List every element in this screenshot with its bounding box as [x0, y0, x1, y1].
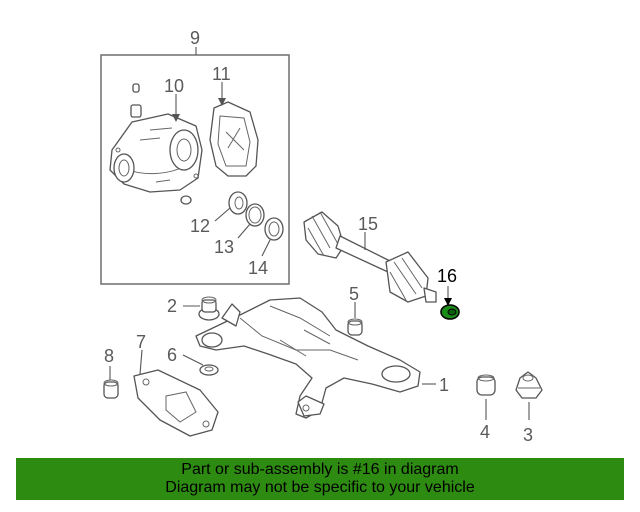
part-bushing-5[interactable] [347, 318, 363, 336]
part-plate[interactable] [133, 369, 219, 437]
part-differential-housing[interactable] [109, 113, 203, 193]
part-bearing[interactable] [228, 191, 248, 215]
part-seal[interactable] [264, 217, 284, 241]
part-snap-ring[interactable] [245, 203, 265, 227]
part-axle-shaft[interactable] [303, 211, 437, 303]
parts-diagram: 9 10 11 12 13 14 15 16 2 5 6 7 8 1 4 3 [100, 28, 543, 445]
callout-15: 15 [358, 214, 378, 234]
callout-16: 16 [437, 266, 457, 286]
callout-7: 7 [136, 332, 146, 352]
part-bushing-8[interactable] [103, 379, 119, 399]
banner-line-part: Part or sub-assembly is #16 in diagram [181, 461, 459, 478]
part-plug[interactable] [180, 195, 192, 205]
assembly-box [100, 54, 290, 285]
callout-4: 4 [480, 422, 490, 442]
callout-10: 10 [164, 76, 184, 96]
callout-8: 8 [104, 346, 114, 366]
part-crossmember[interactable] [195, 297, 421, 419]
callout-1: 1 [439, 375, 449, 395]
part-cover[interactable] [209, 101, 259, 177]
part-breather[interactable] [130, 83, 142, 118]
part-washer[interactable] [199, 364, 219, 376]
part-mount-3[interactable] [515, 371, 543, 399]
callout-5: 5 [349, 284, 359, 304]
part-bushing-4[interactable] [476, 374, 496, 396]
callout-14: 14 [248, 258, 268, 278]
part-16-highlighted[interactable] [440, 304, 460, 320]
callout-12: 12 [190, 216, 210, 236]
leader-lines [109, 82, 530, 420]
callout-6: 6 [167, 345, 177, 365]
callout-2: 2 [167, 296, 177, 316]
banner-line-disclaimer: Diagram may not be specific to your vehi… [165, 479, 475, 496]
info-banner: Part or sub-assembly is #16 in diagram D… [16, 458, 624, 500]
callout-13: 13 [214, 237, 234, 257]
callout-3: 3 [523, 425, 533, 445]
callout-11: 11 [212, 64, 231, 84]
callout-9: 9 [190, 28, 200, 48]
part-mount[interactable] [198, 296, 220, 321]
